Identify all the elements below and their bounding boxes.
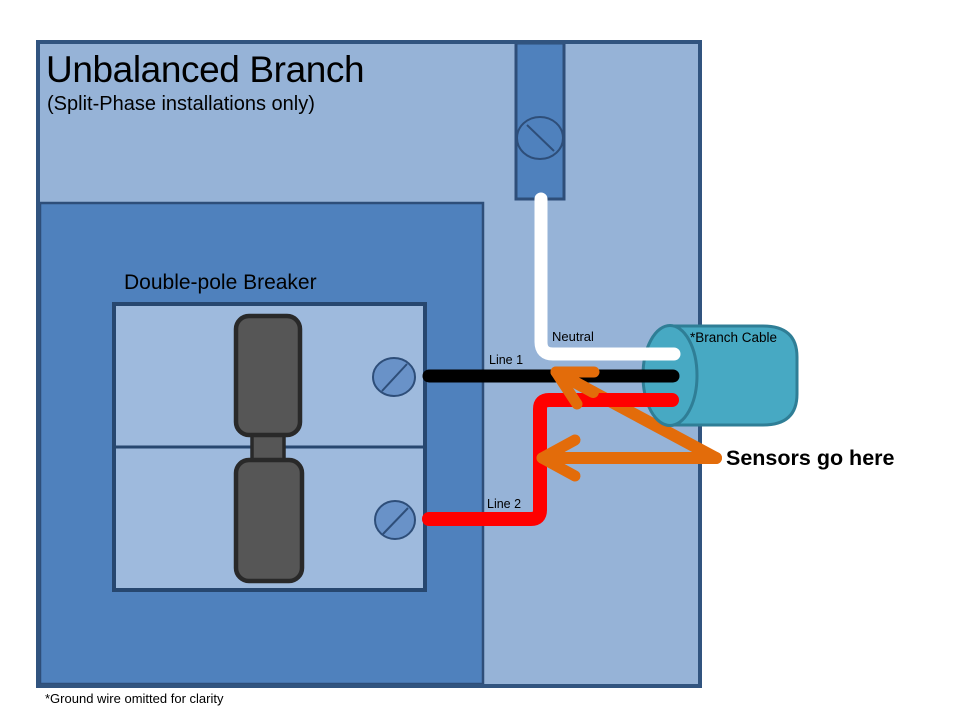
breaker-toggle [233,313,305,584]
breaker-label: Double-pole Breaker [124,271,317,294]
sensor-arrow-diagonal-head [550,366,600,410]
breaker-screw-top-icon [372,357,416,397]
diagram-subtitle: (Split-Phase installations only) [47,93,315,115]
ground-wire-footnote: *Ground wire omitted for clarity [45,691,224,706]
breaker-toggle-top [233,313,303,438]
breaker-screw-bottom-icon [374,500,416,540]
breaker-toggle-bottom [233,457,305,584]
neutral-bus-bar [514,41,566,201]
sensor-arrow-horizontal [536,434,722,482]
branch-cable-label: *Branch Cable [690,330,778,345]
sensors-callout-label: Sensors go here [726,446,895,470]
line2-wire-label: Line 2 [487,497,522,511]
diagram-title: Unbalanced Branch [46,49,365,90]
neutral-wire [534,192,681,361]
neutral-wire-label: Neutral [552,329,594,344]
bus-bar-screw-icon [516,116,564,160]
line1-wire-label: Line 1 [489,353,524,367]
